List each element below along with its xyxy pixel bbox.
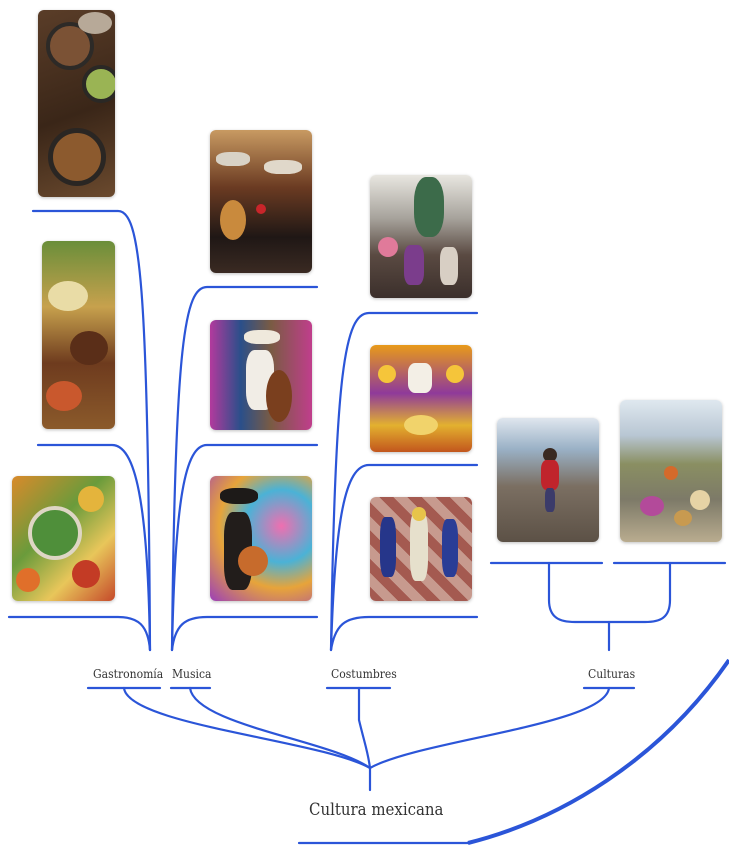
- branch-label-culturas: Culturas: [588, 667, 636, 681]
- mountain-artisans-photo: [620, 400, 722, 542]
- canyon-person-photo: [497, 418, 599, 542]
- day-of-the-dead-altar-photo: [370, 345, 472, 452]
- mariachi-band-photo: [210, 130, 312, 273]
- branch-label-musica: Musica: [172, 667, 212, 681]
- mortars-with-salsas-photo: [38, 10, 115, 197]
- mariachi-guitarist-photo: [210, 476, 312, 601]
- branch-label-costumbres: Costumbres: [331, 667, 397, 681]
- central-topic: Cultura mexicana: [309, 800, 444, 820]
- mariachi-bass-player-photo: [210, 320, 312, 430]
- corn-and-tamales-photo: [42, 241, 115, 429]
- branch-label-gastronomia: Gastronomía: [93, 667, 164, 681]
- mexican-dishes-spread-photo: [12, 476, 115, 601]
- virgin-procession-photo: [370, 175, 472, 298]
- folk-dancers-photo: [370, 497, 472, 601]
